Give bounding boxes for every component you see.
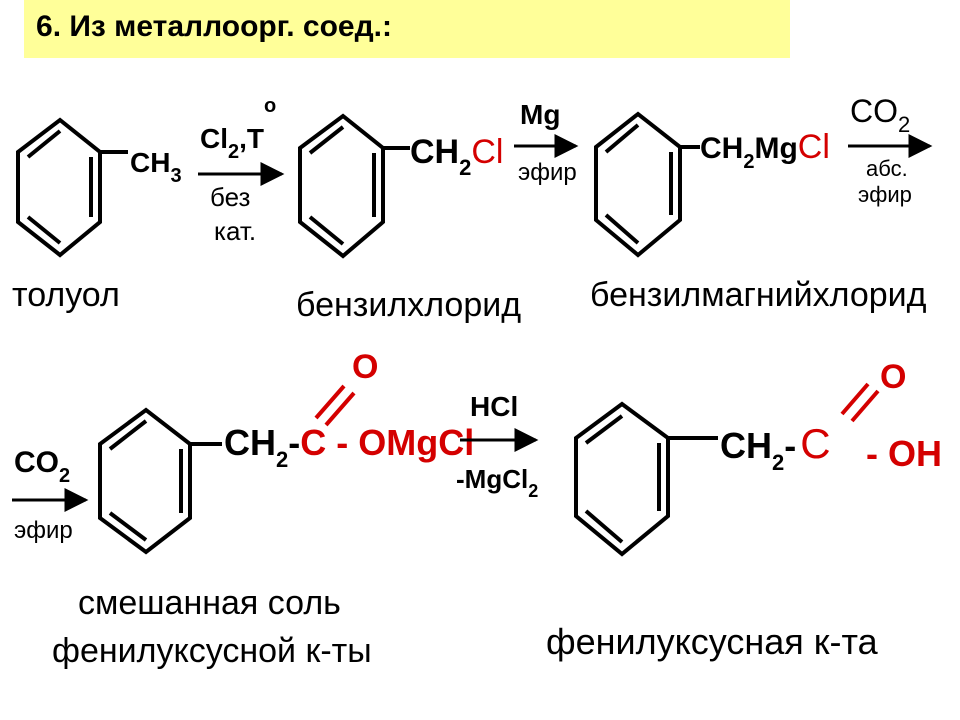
benzyl-chloride-name: бензилхлорид [296,286,521,324]
step3-cond2: эфир [858,182,912,207]
step1-cond2: кат. [214,216,256,246]
step5-cond: -MgCl2 [456,464,538,501]
step1-reagent: Cl2,T [200,123,264,163]
acid-formula: CH2-C [720,420,831,475]
salt-ring [98,407,222,555]
slide-title-text: . Из металлоорг. соед.: [52,10,392,43]
step2-reagent: Mg [520,99,560,130]
salt-formula: CH2-C - OMgCl [224,422,474,472]
salt-oxygen: O [352,348,378,386]
toluene-name: толуол [12,276,120,314]
acid-carbonyl-bond [840,382,880,423]
grignard-ring [594,111,700,258]
acid-oxygen: O [880,358,906,396]
step4-reagent: CO2 [14,446,70,487]
step3-reagent: CO2 [850,93,910,137]
title-bar: 6. Из металлоорг. соед.: [24,0,790,58]
acid-hydroxyl: - OH [866,433,942,474]
step1-cond1: без [210,182,250,212]
salt-carbonyl-bond [314,384,356,427]
benzyl-chloride-ring [298,113,410,259]
step3-cond1: абс. [866,156,908,181]
salt-name-line1: смешанная соль [78,584,341,622]
toluene-ch3: CH3 [130,147,182,187]
slide-title-number: 6 [36,10,53,43]
acid-ring [574,401,718,557]
acid-name: фенилуксусная к-та [546,621,879,662]
grignard-formula: CH2MgCl [700,128,830,173]
benzyl-chloride-formula: CH2Cl [410,133,503,180]
salt-name-line2: фенилуксусной к-ты [52,632,372,670]
slide-title: 6. Из металлоорг. соед.: [36,10,392,44]
step2-cond: эфир [518,159,577,186]
step4-cond: эфир [14,517,73,544]
step5-reagent: HCl [470,391,518,422]
step1-degree: o [264,95,276,117]
grignard-name: бензилмагнийхлорид [590,276,927,314]
toluene-ring [16,117,128,258]
